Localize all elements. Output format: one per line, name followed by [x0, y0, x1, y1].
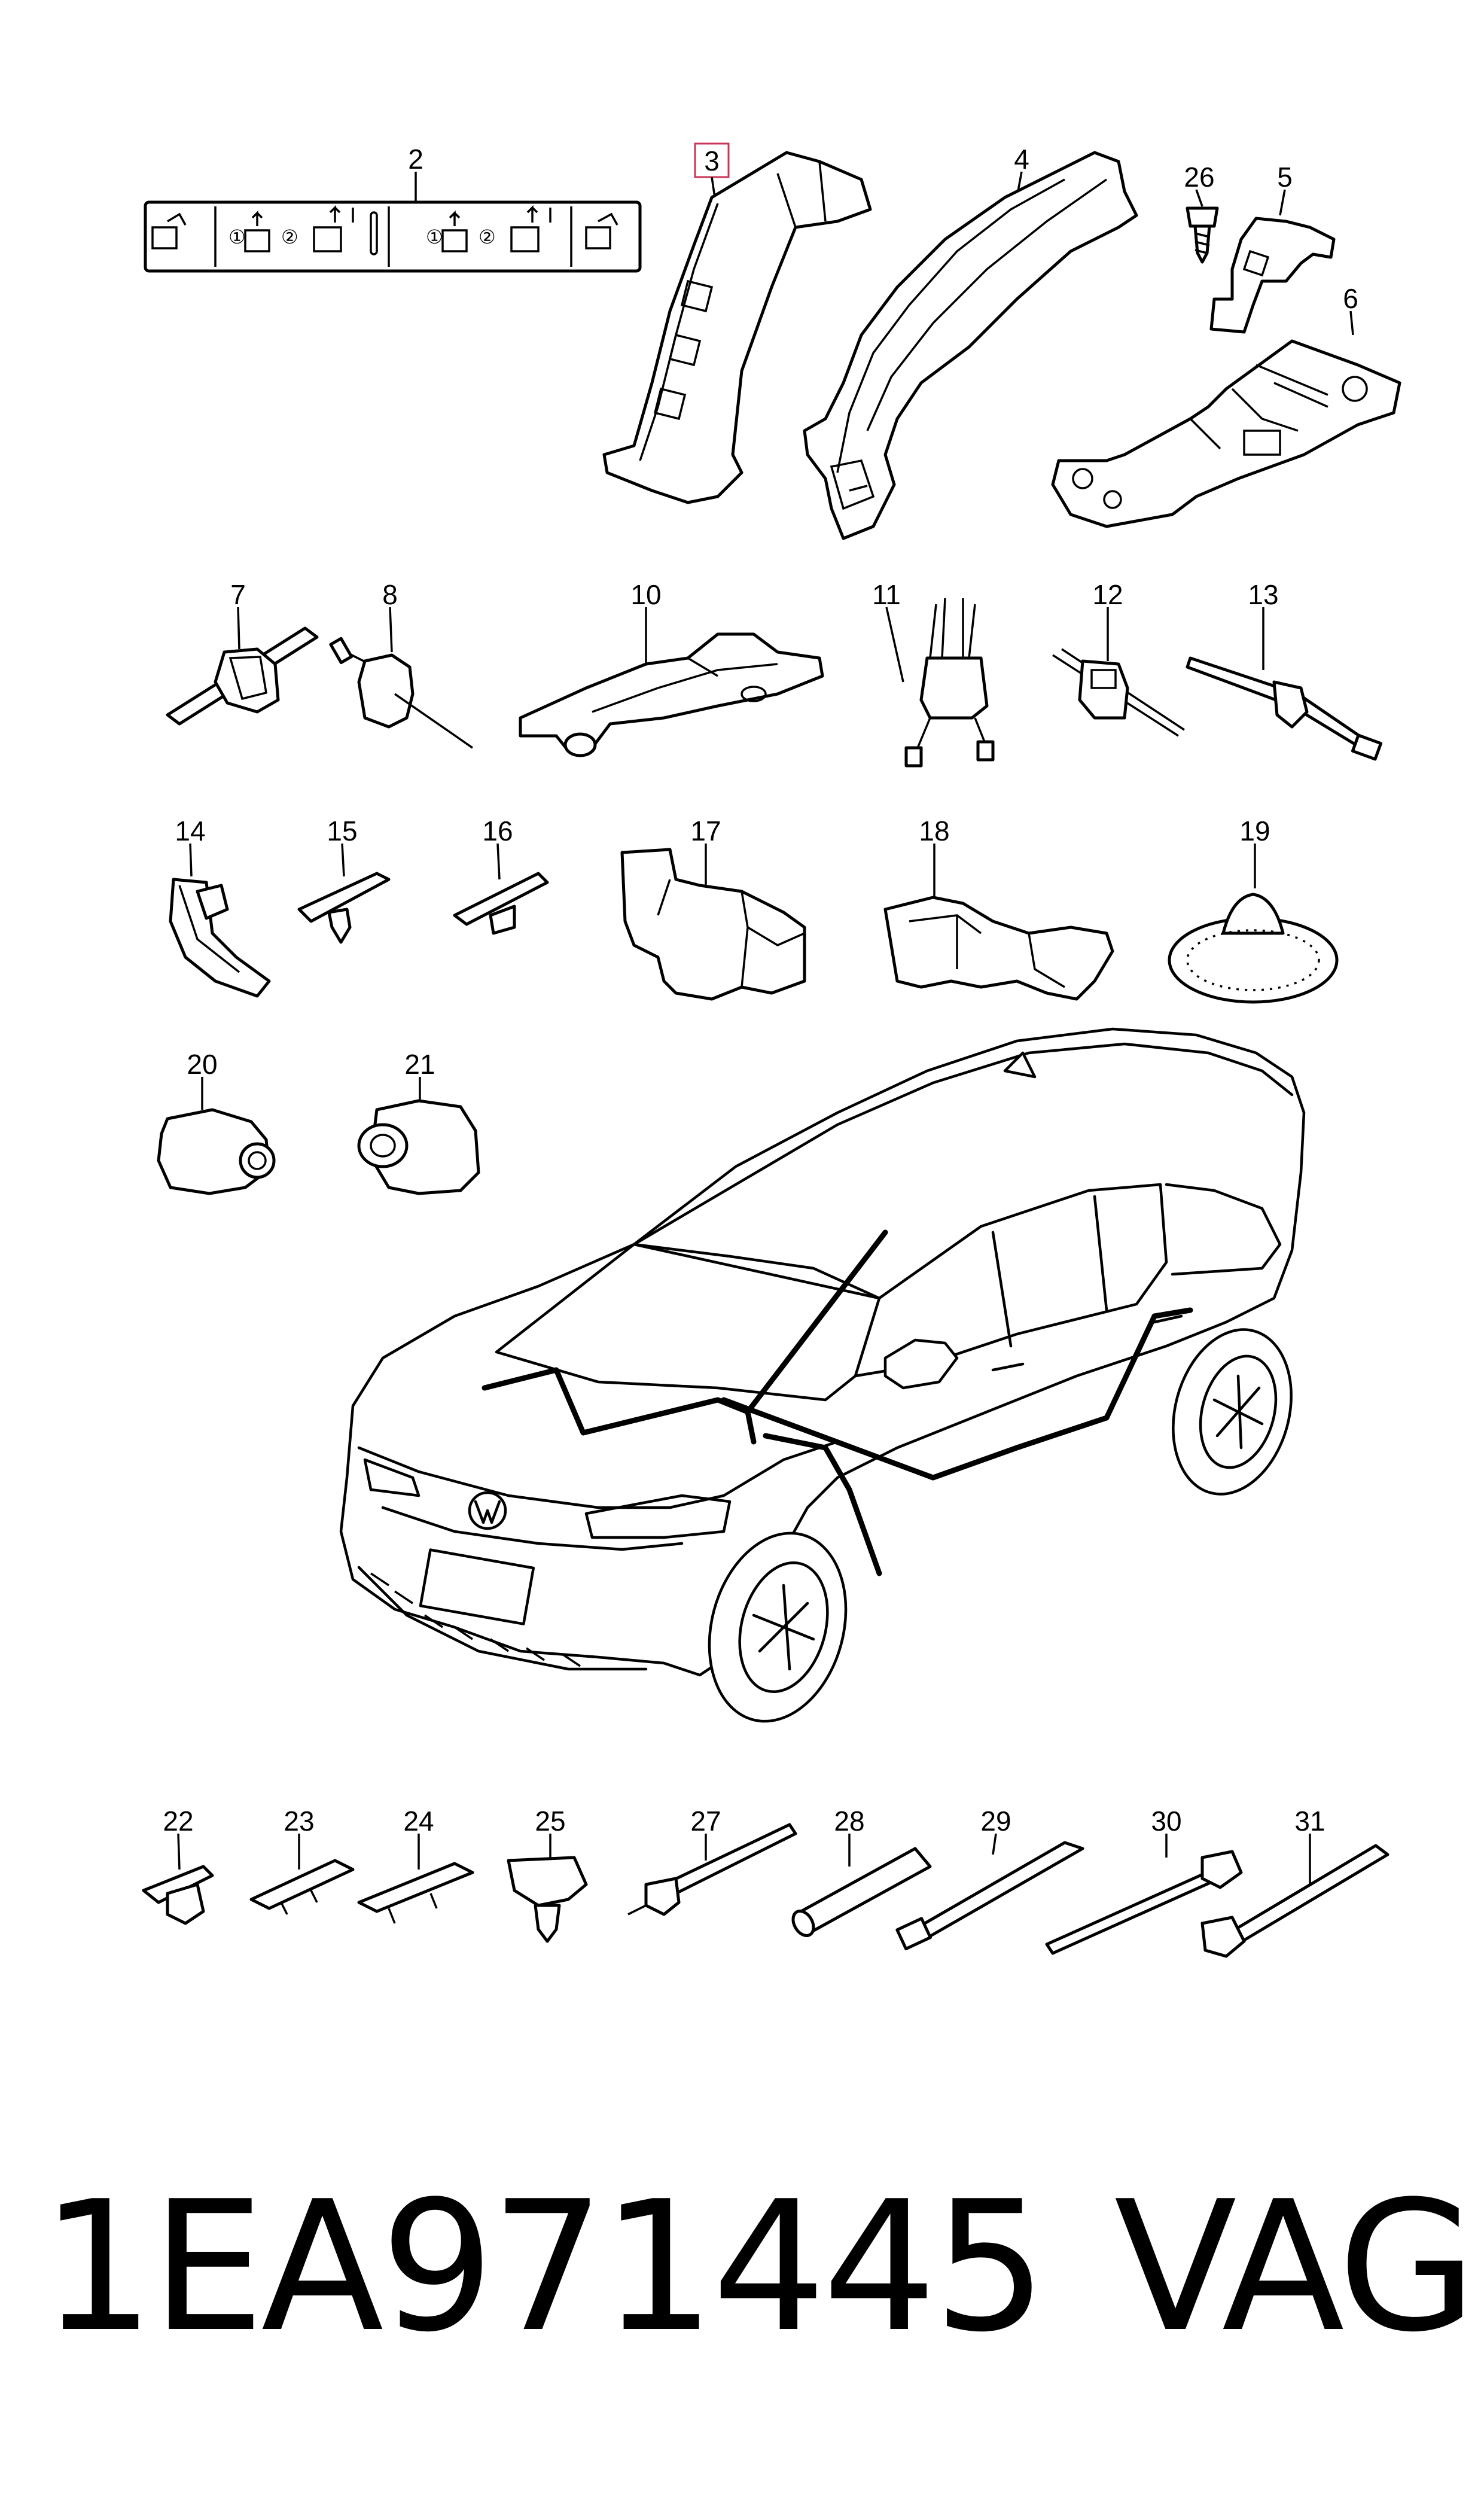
part-15-clip	[297, 843, 391, 944]
callout-28: 28	[834, 1805, 864, 1837]
part-number-caption: 1EA971445	[41, 2163, 1047, 2371]
callout-7: 7	[230, 579, 246, 610]
part-18-holder	[883, 844, 1114, 1001]
part-5-bracket	[1209, 189, 1336, 334]
part-16-clip	[453, 843, 549, 935]
part-26-screw	[1186, 189, 1219, 264]
callout-6: 6	[1343, 283, 1358, 314]
callout-2: 2	[408, 144, 423, 175]
part-14-guide-clip	[169, 843, 271, 998]
callout-22: 22	[163, 1805, 193, 1837]
part-29-cable-tie	[895, 1833, 1084, 1951]
callout-14: 14	[175, 815, 205, 847]
part-30-cable-tie-anchor	[1045, 1834, 1243, 1955]
callout-24: 24	[403, 1805, 434, 1837]
callout-8: 8	[382, 579, 398, 610]
callout-26: 26	[1184, 162, 1214, 193]
callout-21: 21	[404, 1049, 435, 1080]
callout-3: 3	[704, 145, 720, 176]
part-31-cable-tie-anchor	[1200, 1834, 1389, 1958]
part-10-cable-duct	[519, 607, 824, 757]
callout-25: 25	[535, 1805, 565, 1837]
callout-20: 20	[187, 1049, 217, 1080]
brand-caption: VAG	[1114, 2163, 1477, 2371]
strip-step-4: ②	[479, 226, 496, 248]
part-21-connector-cap	[357, 1077, 480, 1195]
callout-18: 18	[919, 815, 949, 847]
callout-16: 16	[482, 815, 513, 847]
strip-step-1: ①	[228, 226, 246, 248]
callout-15: 15	[327, 815, 357, 847]
part-13-cable-tie	[1186, 607, 1383, 761]
vehicle-outline	[339, 1027, 1306, 1723]
callout-4: 4	[1014, 144, 1029, 175]
callout-10: 10	[630, 579, 661, 610]
strip-step-3: ①	[426, 226, 443, 248]
part-4-harness-channel	[803, 151, 1138, 540]
part-27-cable-tie-clip	[627, 1823, 797, 1916]
part-2-instruction-label: ① ② ① ②	[144, 172, 642, 273]
callout-5: 5	[1277, 162, 1293, 193]
part-17-holder	[620, 844, 806, 1001]
callout-30: 30	[1151, 1805, 1181, 1837]
strip-step-2: ②	[281, 226, 298, 248]
part-3-harness-guide	[602, 142, 872, 504]
callout-23: 23	[284, 1805, 314, 1837]
callout-31: 31	[1294, 1805, 1325, 1837]
callout-17: 17	[690, 815, 721, 847]
part-6-bracket-plate	[1051, 310, 1401, 528]
callout-19: 19	[1239, 815, 1270, 847]
part-19-grommet	[1168, 844, 1339, 1004]
part-25-clip	[507, 1834, 588, 1943]
callout-27: 27	[690, 1805, 721, 1837]
callout-labels: 2 3 4 26 5 6 7 8 10 11 12 13 14 15 16 17…	[163, 144, 1358, 1837]
part-23-clip	[249, 1834, 355, 1915]
callout-11: 11	[872, 579, 901, 610]
part-22-clip	[142, 1833, 214, 1925]
callout-29: 29	[980, 1805, 1011, 1837]
callout-13: 13	[1248, 579, 1278, 610]
part-8-connector-holder	[329, 607, 473, 749]
part-12-clip	[1052, 607, 1185, 737]
part-24-clip	[357, 1834, 474, 1924]
part-28-sleeve	[791, 1834, 932, 1937]
part-11-connector-holder	[885, 598, 995, 768]
part-20-connector-housing	[157, 1077, 276, 1195]
part-7-clip	[166, 607, 319, 726]
callout-12: 12	[1092, 579, 1123, 610]
